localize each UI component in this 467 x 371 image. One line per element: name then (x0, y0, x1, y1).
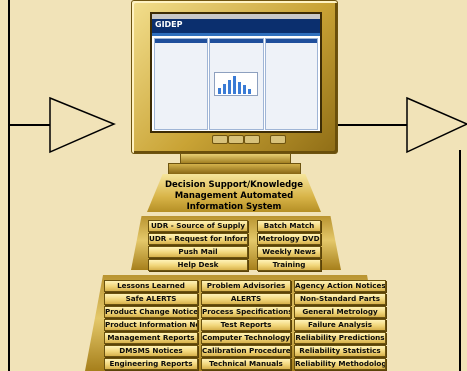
btn-udr-request-for-information[interactable]: UDR - Request for Information (148, 233, 248, 245)
btn-training[interactable]: Training (257, 259, 321, 271)
system-title: Decision Support/Knowledge Management Au… (147, 180, 321, 213)
monitor-screen: GIDEP (150, 12, 322, 133)
btn-engineering-reports[interactable]: Engineering Reports (104, 358, 198, 370)
btn-reliability-methodology[interactable]: Reliability Methodology (294, 358, 386, 370)
computer-monitor: GIDEP (131, 0, 338, 154)
btn-failure-analysis[interactable]: Failure Analysis (294, 319, 386, 331)
left-connector-line (8, 0, 10, 371)
btn-general-metrology[interactable]: General Metrology (294, 306, 386, 318)
left-arrow-icon (49, 96, 116, 154)
btn-management-reports[interactable]: Management Reports (104, 332, 198, 344)
btn-dmsms-notices[interactable]: DMSMS Notices (104, 345, 198, 357)
monitor-control-1 (212, 135, 228, 144)
site-logo: GIDEP (155, 20, 183, 29)
monitor-control-2 (228, 135, 244, 144)
btn-product-information-notices[interactable]: Product Information Notices (104, 319, 198, 331)
site-nav-strip (152, 33, 320, 36)
btn-batch-match[interactable]: Batch Match (257, 220, 321, 232)
btn-alerts[interactable]: ALERTS (201, 293, 291, 305)
btn-metrology-dvd[interactable]: Metrology DVD (257, 233, 321, 245)
system-title-banner (147, 174, 321, 212)
btn-product-change-notices[interactable]: Product Change Notices (104, 306, 198, 318)
btn-test-reports[interactable]: Test Reports (201, 319, 291, 331)
btn-non-standard-parts[interactable]: Non-Standard Parts (294, 293, 386, 305)
screen-panel-right (265, 38, 318, 130)
btn-process-specifications[interactable]: Process Specifications (201, 306, 291, 318)
btn-problem-advisories[interactable]: Problem Advisories (201, 280, 291, 292)
site-banner (152, 19, 320, 33)
left-arrow-shaft (8, 124, 50, 126)
btn-reliability-statistics[interactable]: Reliability Statistics (294, 345, 386, 357)
btn-lessons-learned[interactable]: Lessons Learned (104, 280, 198, 292)
monitor-control-3 (244, 135, 260, 144)
screen-panel-left (154, 38, 208, 130)
browser-toolbar (152, 14, 320, 19)
screen-mini-chart (214, 72, 258, 96)
monitor-control-4 (270, 135, 286, 144)
system-title-line2: Management Automated Information System (174, 191, 294, 212)
right-connector-line (459, 150, 461, 371)
right-arrow-shaft (337, 124, 407, 126)
btn-technical-manuals[interactable]: Technical Manuals (201, 358, 291, 370)
system-title-line1: Decision Support/Knowledge (164, 180, 304, 190)
btn-agency-action-notices[interactable]: Agency Action Notices (294, 280, 386, 292)
btn-help-desk[interactable]: Help Desk (148, 259, 248, 271)
btn-reliability-predictions[interactable]: Reliability Predictions (294, 332, 386, 344)
btn-computer-technology[interactable]: Computer Technology (201, 332, 291, 344)
btn-weekly-news[interactable]: Weekly News (257, 246, 321, 258)
btn-push-mail[interactable]: Push Mail (148, 246, 248, 258)
btn-safe-alerts[interactable]: Safe ALERTS (104, 293, 198, 305)
btn-udr-source-of-supply[interactable]: UDR - Source of Supply (148, 220, 248, 232)
right-arrow-icon (406, 96, 467, 154)
btn-calibration-procedures[interactable]: Calibration Procedures (201, 345, 291, 357)
